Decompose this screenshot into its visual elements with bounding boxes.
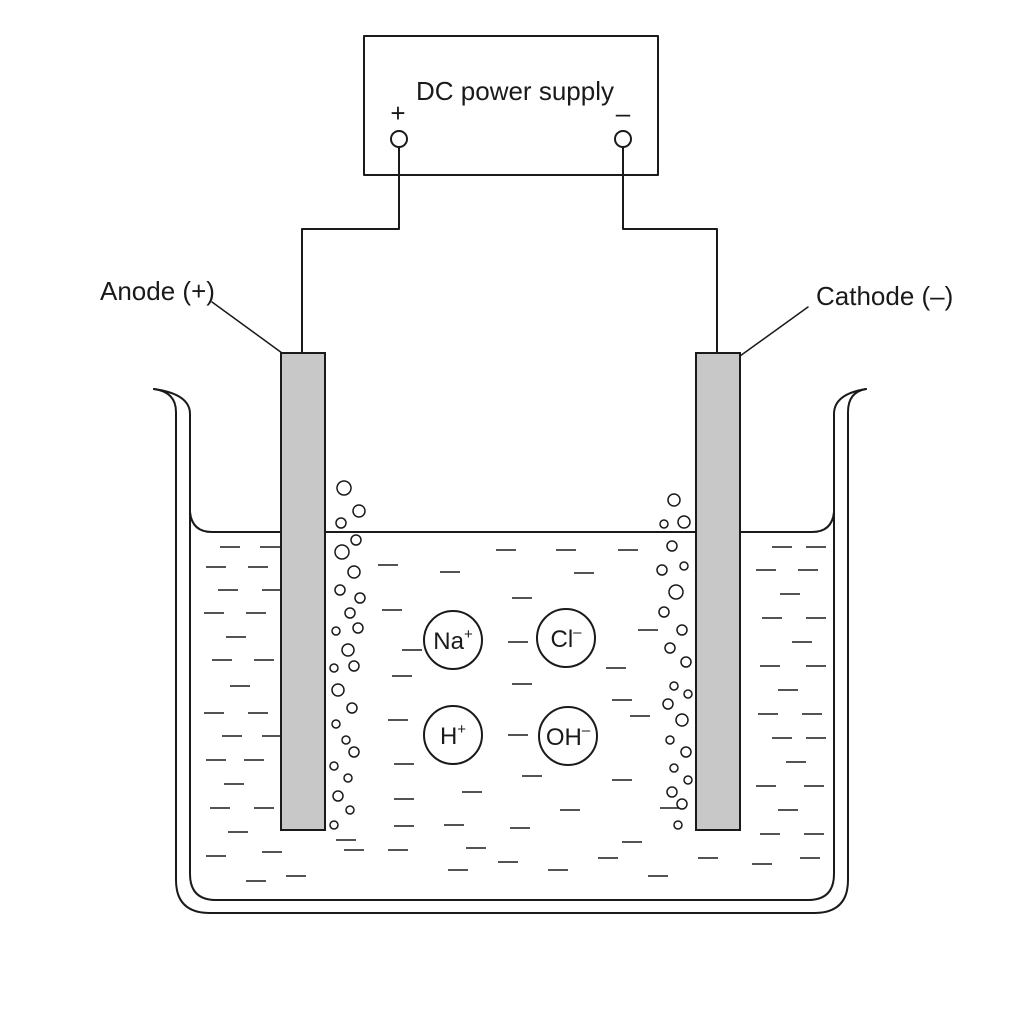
solution-meniscus-right bbox=[739, 511, 835, 533]
gas-bubble bbox=[331, 626, 341, 636]
gas-bubble bbox=[347, 565, 361, 579]
gas-bubble bbox=[669, 763, 679, 773]
ion-hydrogen-label: H+ bbox=[440, 721, 466, 750]
anode-label: Anode (+) bbox=[100, 276, 215, 306]
gas-bubble bbox=[664, 642, 676, 654]
solution-dashes bbox=[204, 546, 826, 882]
positive-terminal-symbol: + bbox=[390, 98, 405, 128]
gas-bubble bbox=[675, 713, 689, 727]
ion-chloride: Cl– bbox=[536, 608, 596, 668]
cathode-leader-line bbox=[739, 306, 809, 357]
gas-bubble bbox=[666, 540, 678, 552]
gas-bubble bbox=[668, 584, 684, 600]
gas-bubble bbox=[343, 773, 353, 783]
ion-sodium-label: Na+ bbox=[433, 626, 473, 655]
ion-chloride-circle bbox=[536, 608, 596, 668]
power-supply-label: DC power supply bbox=[416, 76, 614, 106]
negative-terminal bbox=[614, 130, 632, 148]
ion-hydrogen: H+ bbox=[423, 705, 483, 765]
power-supply-box bbox=[363, 35, 659, 176]
gas-bubble bbox=[352, 622, 364, 634]
positive-terminal bbox=[390, 130, 408, 148]
solution-meniscus-left bbox=[189, 511, 283, 533]
gas-bubble bbox=[667, 493, 681, 507]
gas-bubble bbox=[354, 592, 366, 604]
gas-bubble bbox=[659, 519, 669, 529]
gas-bubbles bbox=[329, 480, 693, 830]
gas-bubble bbox=[341, 643, 355, 657]
anode-leader-line bbox=[211, 301, 283, 354]
gas-bubble bbox=[666, 786, 678, 798]
cathode-electrode bbox=[695, 352, 741, 831]
gas-bubble bbox=[344, 607, 356, 619]
gas-bubble bbox=[329, 820, 339, 830]
gas-bubble bbox=[332, 790, 344, 802]
gas-bubble bbox=[335, 517, 347, 529]
gas-bubble bbox=[346, 702, 358, 714]
gas-bubble bbox=[656, 564, 668, 576]
gas-bubble bbox=[677, 515, 691, 529]
gas-bubble bbox=[683, 689, 693, 699]
gas-bubble bbox=[329, 663, 339, 673]
gas-bubble bbox=[334, 544, 350, 560]
ion-hydroxide-circle bbox=[538, 706, 598, 766]
beaker-outer-wall bbox=[153, 388, 867, 914]
gas-bubble bbox=[679, 561, 689, 571]
gas-bubble bbox=[350, 534, 362, 546]
gas-bubble bbox=[676, 798, 688, 810]
gas-bubble bbox=[348, 660, 360, 672]
gas-bubble bbox=[336, 480, 352, 496]
anode-electrode bbox=[280, 352, 326, 831]
ion-sodium: Na+ bbox=[423, 610, 483, 670]
anode-wire bbox=[301, 146, 400, 354]
gas-bubble bbox=[680, 746, 692, 758]
negative-terminal-symbol: – bbox=[616, 98, 631, 128]
gas-bubble bbox=[341, 735, 351, 745]
gas-bubble bbox=[676, 624, 688, 636]
gas-bubble bbox=[329, 761, 339, 771]
ion-hydroxide-label: OH– bbox=[546, 722, 591, 751]
beaker bbox=[153, 388, 867, 914]
ion-chloride-label: Cl– bbox=[550, 624, 582, 653]
gas-bubble bbox=[331, 719, 341, 729]
gas-bubble bbox=[345, 805, 355, 815]
cathode-wire bbox=[622, 146, 718, 354]
gas-bubble bbox=[348, 746, 360, 758]
power-supply: DC power supply + – bbox=[363, 35, 659, 176]
gas-bubble bbox=[680, 656, 692, 668]
ion-hydroxide: OH– bbox=[538, 706, 598, 766]
gas-bubble bbox=[331, 683, 345, 697]
gas-bubble bbox=[334, 584, 346, 596]
gas-bubble bbox=[352, 504, 366, 518]
gas-bubble bbox=[662, 698, 674, 710]
gas-bubble bbox=[669, 681, 679, 691]
ion-hydrogen-circle bbox=[423, 705, 483, 765]
gas-bubble bbox=[665, 735, 675, 745]
ion-sodium-circle bbox=[423, 610, 483, 670]
gas-bubble bbox=[658, 606, 670, 618]
gas-bubble bbox=[673, 820, 683, 830]
beaker-inner-wall bbox=[153, 388, 867, 901]
gas-bubble bbox=[683, 775, 693, 785]
cathode-label: Cathode (–) bbox=[816, 281, 953, 311]
